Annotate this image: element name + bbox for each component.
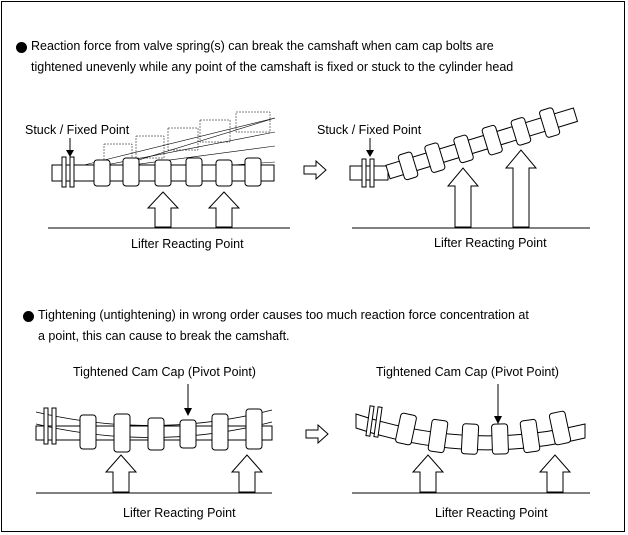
section2-note: Tightening (untightening) in wrong order… bbox=[38, 305, 529, 347]
lifter-reacting-point-label: Lifter Reacting Point bbox=[434, 236, 547, 250]
camshaft-pivot-before bbox=[35, 384, 273, 494]
bullet-icon bbox=[16, 42, 27, 53]
lifter-reacting-point-label: Lifter Reacting Point bbox=[131, 237, 244, 251]
section2-line1: Tightening (untightening) in wrong order… bbox=[38, 308, 529, 322]
lifter-reacting-point-label: Lifter Reacting Point bbox=[435, 506, 548, 520]
transition-arrow-icon bbox=[305, 423, 329, 445]
tightened-cam-cap-label: Tightened Cam Cap (Pivot Point) bbox=[73, 365, 256, 379]
section1-line2: tightened unevenly while any point of th… bbox=[31, 60, 514, 74]
tightened-cam-cap-label: Tightened Cam Cap (Pivot Point) bbox=[376, 365, 559, 379]
section1-line1: Reaction force from valve spring(s) can … bbox=[31, 39, 494, 53]
camshaft-stuck-before bbox=[48, 111, 290, 229]
camshaft-pivot-broken bbox=[352, 384, 590, 494]
transition-arrow-icon bbox=[303, 159, 327, 181]
stuck-fixed-point-label: Stuck / Fixed Point bbox=[317, 123, 422, 137]
bullet-icon bbox=[23, 311, 34, 322]
section2-line2: a point, this can cause to break the cam… bbox=[38, 329, 290, 343]
camshaft-stuck-broken bbox=[349, 107, 590, 229]
section1-note: Reaction force from valve spring(s) can … bbox=[31, 36, 513, 78]
lifter-reacting-point-label: Lifter Reacting Point bbox=[123, 506, 236, 520]
stuck-fixed-point-label: Stuck / Fixed Point bbox=[25, 123, 130, 137]
